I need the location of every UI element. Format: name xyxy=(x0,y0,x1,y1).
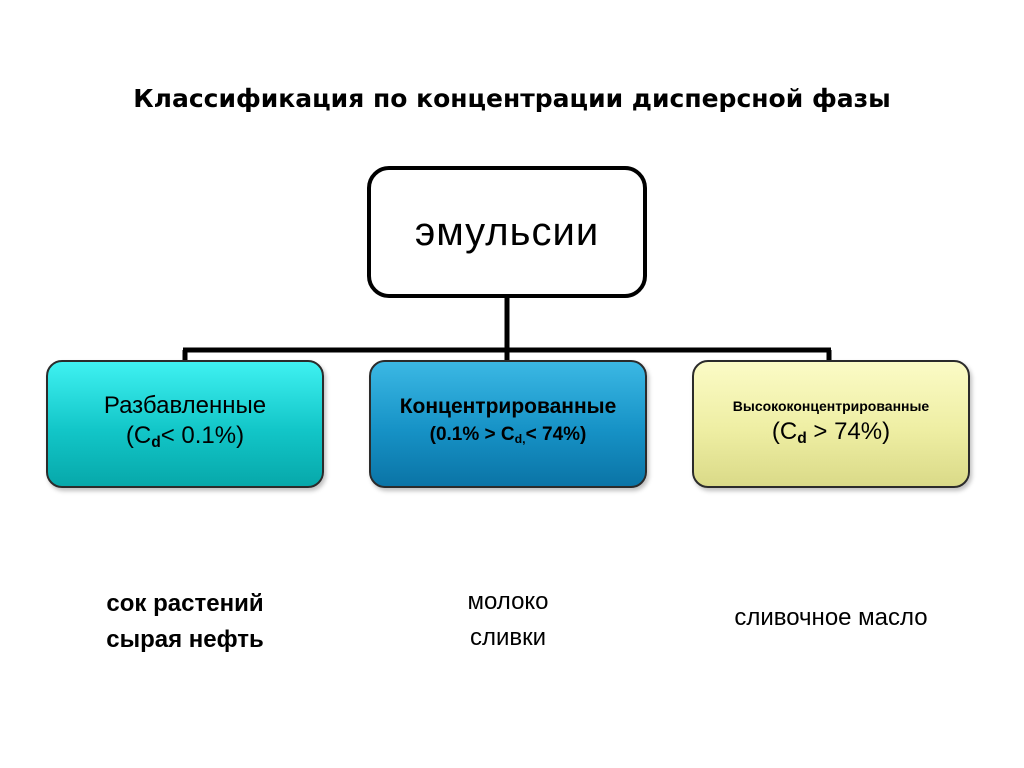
example-item: сливки xyxy=(469,624,547,651)
diagram-title: Классификация по концентрации дисперсной… xyxy=(133,84,891,113)
category-name: Высококонцентрированные xyxy=(732,397,930,414)
example-item: сок растений xyxy=(106,590,264,617)
condition-subscript: d xyxy=(151,433,161,451)
example-item: молоко xyxy=(467,588,549,615)
category-dilute: Разбавленные (Cd< 0.1%) xyxy=(46,360,324,488)
condition-subscript: d xyxy=(797,429,807,447)
category-name: Концентрированные xyxy=(399,394,617,418)
condition-suffix: < 74%) xyxy=(525,423,587,445)
condition-suffix: < 0.1%) xyxy=(160,421,245,449)
category-concentrated: Концентрированные (0.1% > Cd,< 74%) xyxy=(369,360,647,488)
examples-highly-concentrated: сливочное масло xyxy=(686,600,976,636)
category-highly-concentrated: Высококонцентрированные (Cd > 74%) xyxy=(692,360,970,488)
condition-prefix: (0.1% > C xyxy=(429,423,515,445)
examples-concentrated: молоко сливки xyxy=(363,584,653,656)
condition-prefix: (C xyxy=(125,421,152,449)
example-item: сырая нефть xyxy=(106,626,264,653)
example-item: сливочное масло xyxy=(734,604,928,631)
condition-subscript: d, xyxy=(514,432,526,447)
examples-dilute: сок растений сырая нефть xyxy=(40,586,330,658)
condition-prefix: (C xyxy=(771,417,798,445)
category-condition: (0.1% > Cd,< 74%) xyxy=(430,420,587,454)
category-condition: (Cd > 74%) xyxy=(772,417,890,454)
category-condition: (Cd< 0.1%) xyxy=(126,421,244,458)
root-label: эмульсии xyxy=(414,209,600,254)
root-node: эмульсии xyxy=(367,166,647,298)
category-name: Разбавленные xyxy=(103,391,267,419)
condition-suffix: > 74%) xyxy=(806,417,891,445)
